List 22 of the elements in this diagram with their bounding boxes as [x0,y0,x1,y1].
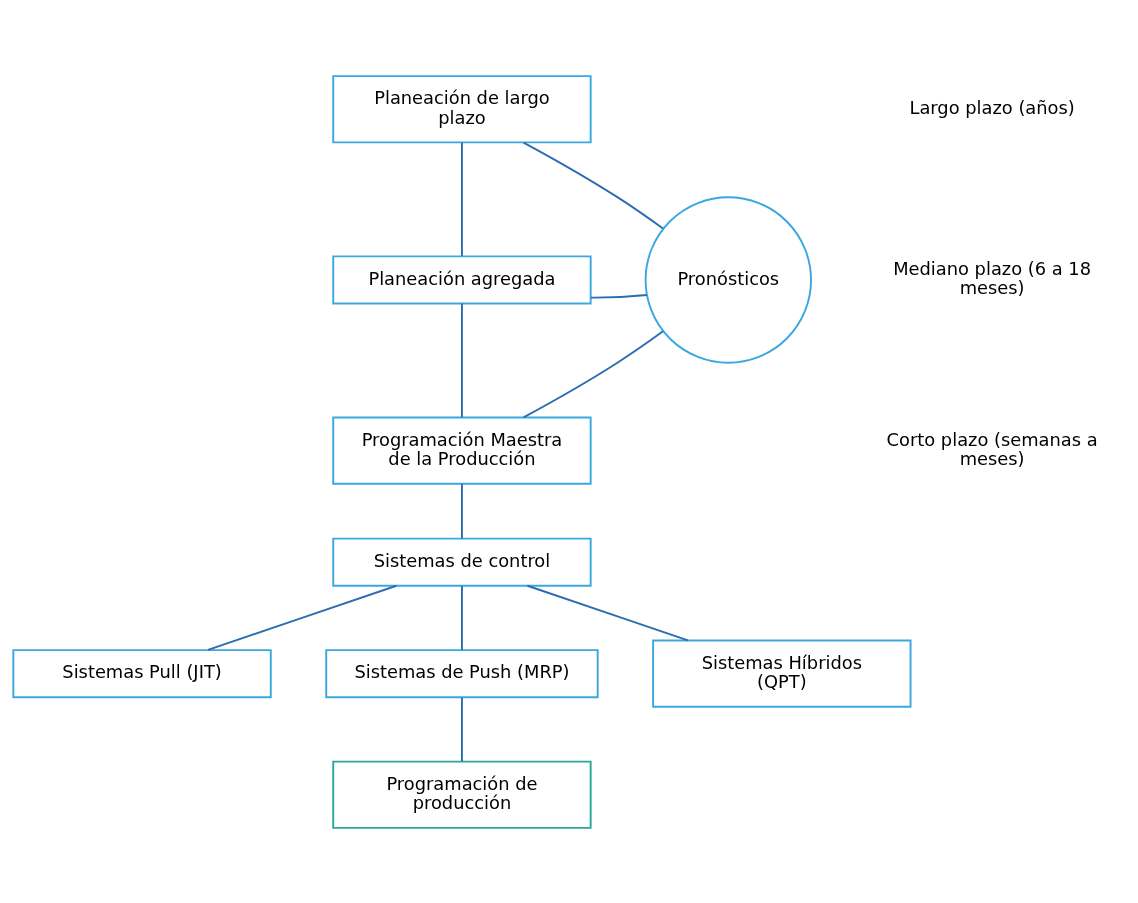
connector [526,584,689,641]
connector [590,293,648,299]
node-circle: Pronósticos [644,195,812,364]
node-box: Programación de producción [332,760,592,829]
node-box: Sistemas de Push (MRP) [325,648,599,698]
connector [207,584,398,651]
connector [522,141,664,230]
connector [461,141,463,257]
label: Corto plazo (semanas a meses) [886,428,1098,469]
node-box: Sistemas Híbridos (QPT) [652,639,912,708]
node-box: Programación Maestra de la Producción [332,416,592,485]
connector [522,329,664,418]
node-box: Planeación agregada [332,254,592,304]
connector [461,696,463,762]
connector [461,482,463,539]
node-box: Sistemas Pull (JIT) [12,648,272,698]
connector [461,584,463,651]
node-box: Planeación de largo plazo [332,74,592,143]
connector [461,302,463,418]
node-box: Sistemas de control [332,537,592,587]
label: Largo plazo (años) [909,96,1075,118]
label: Mediano plazo (6 a 18 meses) [893,257,1092,298]
